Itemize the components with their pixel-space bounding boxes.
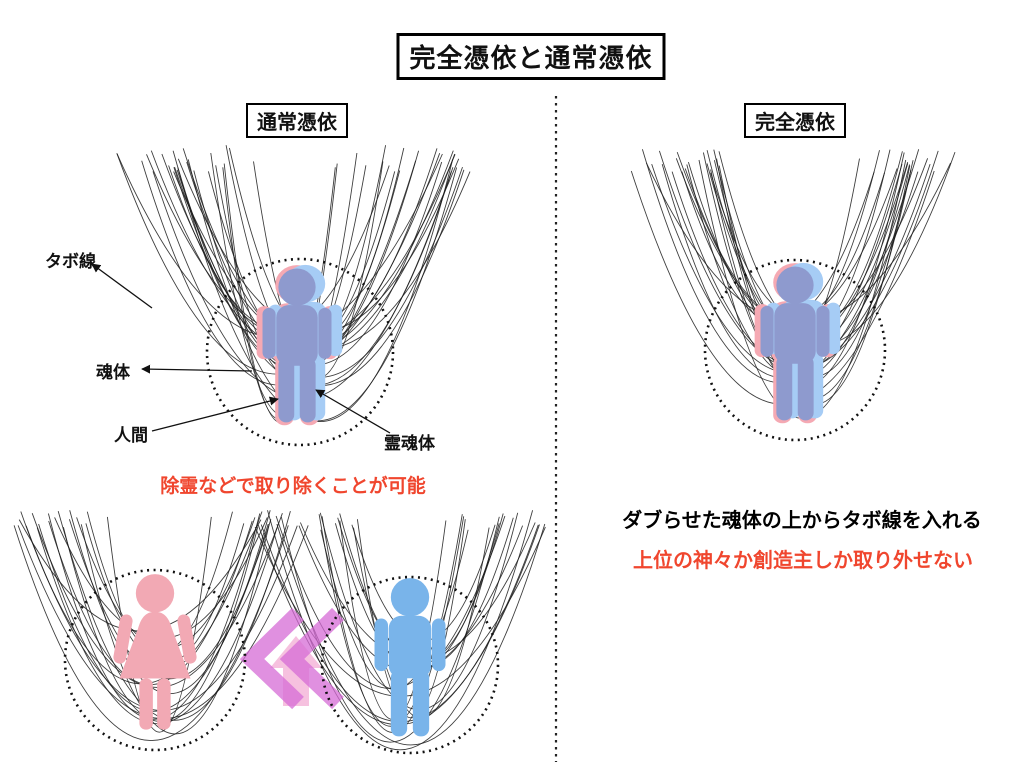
label-spirit-soul-body: 霊魂体 — [384, 434, 435, 454]
possession-boundary-circle-male — [320, 575, 500, 755]
note-removable: 除霊などで取り除くことが可能 — [160, 475, 426, 497]
pointer-soul-body — [141, 364, 253, 374]
note-irremovable: 上位の神々か創造主しか取り外せない — [633, 548, 973, 572]
label-human: 人間 — [114, 426, 148, 446]
female-figure — [112, 574, 198, 730]
section-header-complete-possession: 完全憑依 — [744, 103, 846, 138]
possessed-human-figure-complete — [755, 263, 841, 423]
page-title: 完全憑依と通常憑依 — [396, 33, 666, 80]
note-tabo-insert: ダブらせた魂体の上からタボ線を入れる — [622, 508, 982, 532]
label-soul-body: 魂体 — [96, 363, 130, 383]
spirit-transfer-arrows — [239, 607, 344, 710]
possession-boundary-circle-complete — [703, 258, 887, 442]
section-header-normal-possession: 通常憑依 — [246, 103, 348, 138]
possession-boundary-circle-normal — [205, 257, 395, 447]
left-chevron-arrow-icon — [239, 607, 304, 710]
possession-boundary-circle-female — [63, 568, 247, 752]
pointer-tabo-line — [91, 263, 153, 309]
pointer-human — [151, 396, 279, 432]
label-pointers — [91, 263, 391, 434]
pointer-spirit-soul-body — [315, 389, 391, 434]
label-tabo-line: タボ線 — [45, 252, 96, 272]
left-chevron-arrow-icon — [279, 607, 344, 710]
